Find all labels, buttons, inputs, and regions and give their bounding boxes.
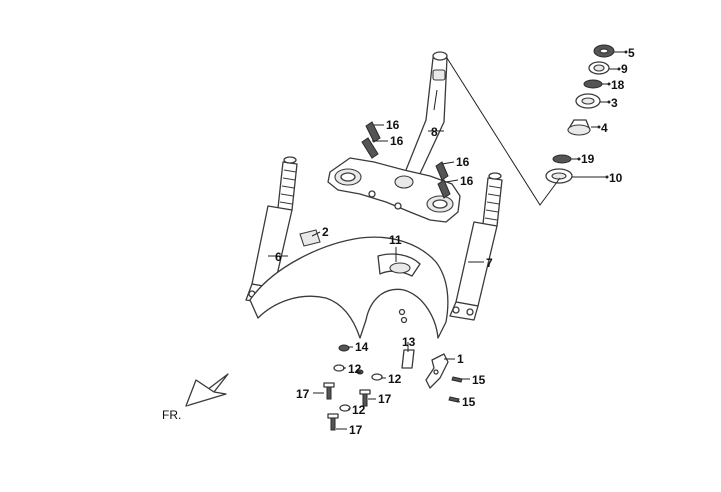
- callout-16d: 16: [460, 174, 474, 188]
- front-direction-arrow: [185, 373, 229, 407]
- callout-10: 10: [609, 171, 623, 185]
- assembly-line: [446, 57, 561, 206]
- callout-17c: 17: [349, 423, 363, 437]
- callout-12b: 12: [388, 372, 402, 386]
- callout-6: 6: [275, 250, 282, 264]
- callout-2: 2: [322, 225, 329, 239]
- callout-3: 3: [611, 96, 618, 110]
- callout-17a: 17: [296, 387, 310, 401]
- callout-7: 7: [486, 256, 493, 270]
- callout-leaders: [268, 50, 628, 430]
- callout-4: 4: [601, 121, 608, 135]
- front-direction-label: FR.: [162, 408, 181, 422]
- steering-stem: [401, 51, 448, 181]
- front-fender: [249, 236, 449, 339]
- right-fork-leg: [449, 172, 503, 321]
- callout-15a: 15: [472, 373, 486, 387]
- callout-16c: 16: [456, 155, 470, 169]
- callout-11: 11: [389, 233, 402, 247]
- callout-13: 13: [402, 335, 416, 349]
- callout-12c: 12: [352, 403, 366, 417]
- steering-bracket: [327, 157, 461, 223]
- clip-2: [299, 229, 321, 247]
- lower-hardware: [323, 344, 463, 431]
- callout-5: 5: [628, 46, 635, 60]
- callout-16a: 16: [386, 118, 400, 132]
- callout-16b: 16: [390, 134, 404, 148]
- bearing-stack: [545, 44, 615, 184]
- callout-14: 14: [355, 340, 369, 354]
- callout-8: 8: [431, 125, 438, 139]
- callout-1: 1: [457, 352, 464, 366]
- callout-9: 9: [621, 62, 628, 76]
- callout-labels: 5 9 18 3 4 19 10 8 16 16 16 16 2 11 6 7 …: [162, 46, 635, 437]
- callout-19: 19: [581, 152, 595, 166]
- callout-18: 18: [611, 78, 625, 92]
- callout-12a: 12: [348, 362, 362, 376]
- bolts-16: [361, 121, 451, 199]
- callout-17b: 17: [378, 392, 392, 406]
- callout-15b: 15: [462, 395, 476, 409]
